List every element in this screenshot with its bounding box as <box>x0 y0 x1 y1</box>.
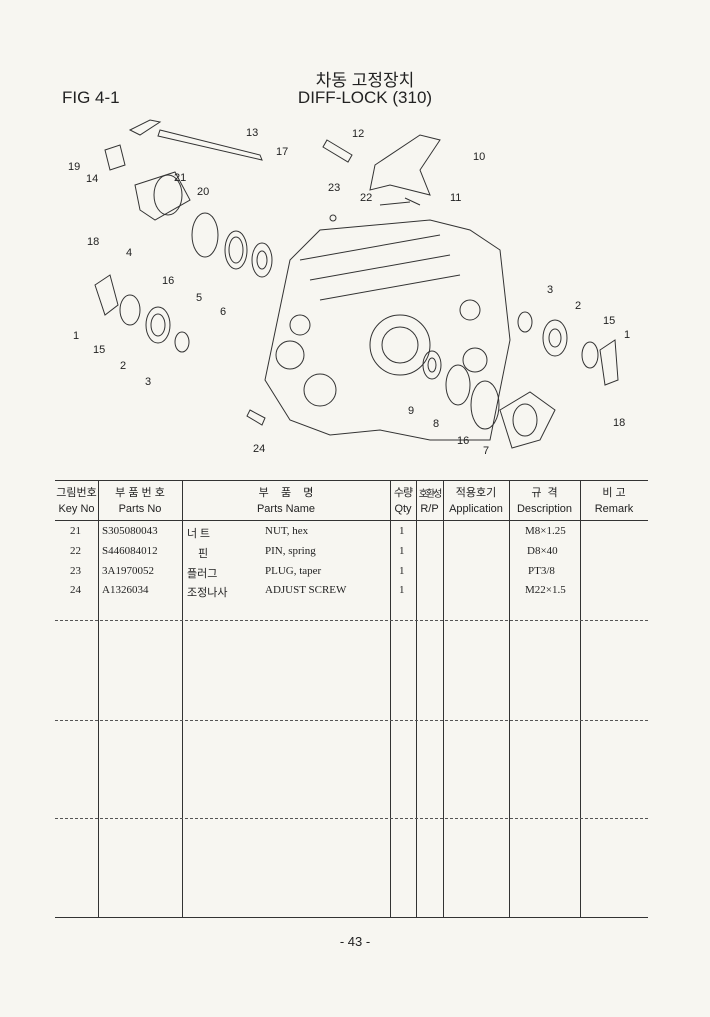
part-name-kr: 너 트 <box>187 528 210 540</box>
header-parts-no: Parts No <box>118 503 162 515</box>
callout: 7 <box>483 445 489 457</box>
qty: 1 <box>399 565 405 577</box>
callout: 17 <box>276 146 288 158</box>
figure-number: FIG 4-1 <box>62 88 120 107</box>
callout: 15 <box>93 344 105 356</box>
callout: 2 <box>575 300 581 312</box>
part-no: A1326034 <box>102 584 149 596</box>
callout: 9 <box>408 405 414 417</box>
part-name: ADJUST SCREW <box>265 584 347 596</box>
part-no: S446084012 <box>102 545 158 557</box>
callout: 13 <box>246 127 258 139</box>
key-no: 21 <box>70 525 81 537</box>
part-name-kr: 핀 <box>198 548 209 560</box>
description: M22×1.5 <box>525 584 566 596</box>
page-number: - 43 - <box>339 934 371 949</box>
header-parts-no-kr: 부 품 번 호 <box>115 487 165 499</box>
callout-labels: 13 12 10 17 19 14 21 20 23 22 11 18 4 16… <box>68 127 630 457</box>
qty: 1 <box>399 545 405 557</box>
part-no: S305080043 <box>102 525 158 537</box>
callout: 10 <box>473 151 485 163</box>
header-application: Application <box>449 503 503 515</box>
transmission-housing <box>264 219 511 441</box>
parts <box>94 119 619 449</box>
callout: 6 <box>220 306 226 318</box>
header-rp: R/P <box>420 503 439 515</box>
header-remark: Remark <box>594 503 634 515</box>
callout: 16 <box>162 275 174 287</box>
part-no: 3A1970052 <box>102 565 154 577</box>
header-qty-kr: 수량 <box>393 487 413 499</box>
part-name: NUT, hex <box>265 525 309 537</box>
header-qty: Qty <box>394 503 412 515</box>
description: D8×40 <box>527 545 558 557</box>
description: PT3/8 <box>528 565 555 577</box>
header-rp-kr: 호환성 <box>418 489 443 500</box>
callout: 16 <box>457 435 469 447</box>
exploded-parts-diagram: 13 12 10 17 19 14 21 20 23 22 11 18 4 16… <box>68 119 630 457</box>
callout: 18 <box>87 236 99 248</box>
callout: 8 <box>433 418 439 430</box>
qty: 1 <box>399 525 405 537</box>
callout: 11 <box>450 192 461 204</box>
header-description-kr: 규 격 <box>531 487 558 499</box>
header-parts-name-kr: 부 품 명 <box>258 487 314 499</box>
callout: 3 <box>145 376 151 388</box>
description: M8×1.25 <box>525 525 566 537</box>
callout: 3 <box>547 284 553 296</box>
header-key-no: Key No <box>58 503 95 515</box>
title-english: DIFF-LOCK (310) <box>297 88 433 107</box>
part-name: PIN, spring <box>265 545 316 557</box>
callout: 1 <box>73 330 79 342</box>
header-remark-kr: 비 고 <box>602 487 626 499</box>
callout: 21 <box>174 172 186 184</box>
callout: 5 <box>196 292 202 304</box>
callout: 1 <box>624 329 630 341</box>
key-no: 24 <box>70 584 81 596</box>
key-no: 23 <box>70 565 81 577</box>
header-application-kr: 적용호기 <box>455 487 497 499</box>
key-no: 22 <box>70 545 81 557</box>
callout: 23 <box>328 182 340 194</box>
callout: 4 <box>126 247 132 259</box>
callout: 19 <box>68 161 80 173</box>
callout: 15 <box>603 315 615 327</box>
callout: 20 <box>197 186 209 198</box>
part-name-kr: 조정나사 <box>187 587 228 599</box>
callout: 22 <box>360 192 372 204</box>
header-parts-name: Parts Name <box>256 503 316 515</box>
callout: 2 <box>120 360 126 372</box>
callout: 12 <box>352 128 364 140</box>
title-korean: 차동 고정장치 <box>315 71 415 90</box>
callout: 18 <box>613 417 625 429</box>
callout: 14 <box>86 173 98 185</box>
header-key-no-kr: 그림번호 <box>56 487 97 499</box>
header-description: Description <box>516 503 573 515</box>
part-name-kr: 플러그 <box>187 568 218 580</box>
qty: 1 <box>399 584 405 596</box>
part-name: PLUG, taper <box>265 565 322 577</box>
callout: 24 <box>253 443 265 455</box>
